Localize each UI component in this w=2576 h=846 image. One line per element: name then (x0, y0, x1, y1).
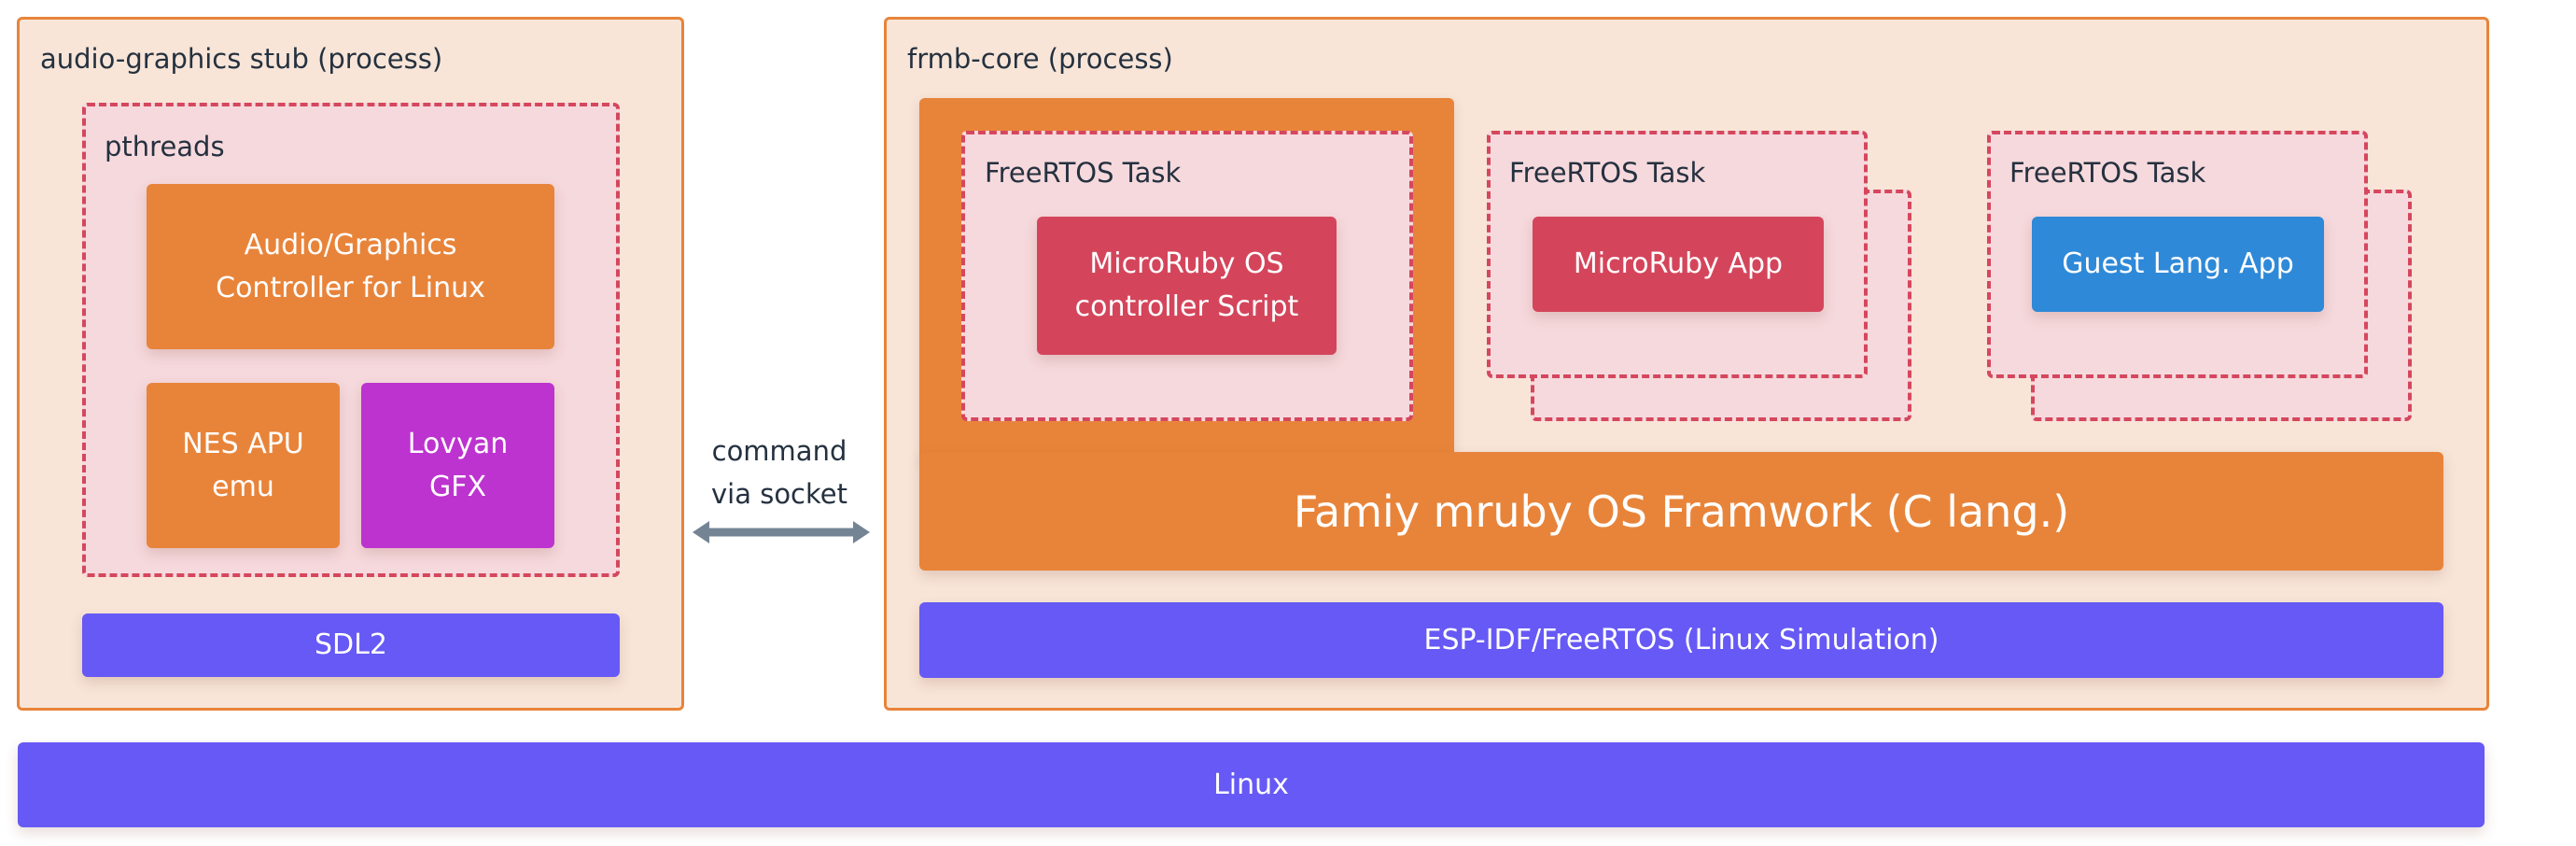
audio-graphics-controller-label: Audio/Graphics Controller for Linux (216, 228, 485, 304)
mruby-os-framework-label: Famiy mruby OS Framwork (C lang.) (1293, 486, 2070, 537)
sdl2-layer: SDL2 (82, 613, 620, 677)
microruby-os-controller-script: MicroRuby OS controller Script (1037, 217, 1337, 355)
nes-apu-emu: NES APU emu (147, 383, 340, 548)
microruby-app-label: MicroRuby App (1573, 247, 1784, 280)
sdl2-label: SDL2 (315, 628, 387, 661)
nes-apu-emu-label: NES APU emu (182, 427, 304, 503)
bidirectional-arrow-icon (693, 521, 870, 543)
frmb-core-process-title: frmb-core (process) (907, 43, 1173, 75)
guest-lang-app-label: Guest Lang. App (2062, 247, 2294, 280)
freertos-task-3-title: FreeRTOS Task (2009, 157, 2206, 189)
connector-label: command via socket (711, 435, 847, 510)
esp-idf-freertos-label: ESP-IDF/FreeRTOS (Linux Simulation) (1423, 623, 1939, 656)
freertos-task-2-title: FreeRTOS Task (1509, 157, 1706, 189)
esp-idf-freertos-layer: ESP-IDF/FreeRTOS (Linux Simulation) (919, 602, 2443, 678)
microruby-os-controller-script-label: MicroRuby OS controller Script (1074, 247, 1299, 323)
linux-layer: Linux (18, 742, 2485, 827)
microruby-app: MicroRuby App (1533, 217, 1824, 312)
audio-graphics-process-title: audio-graphics stub (process) (40, 43, 443, 75)
mruby-os-framework: Famiy mruby OS Framwork (C lang.) (919, 452, 2443, 571)
linux-label: Linux (1213, 768, 1289, 801)
pthreads-title: pthreads (105, 131, 225, 162)
audio-graphics-controller: Audio/Graphics Controller for Linux (147, 184, 554, 349)
lovyan-gfx: Lovyan GFX (361, 383, 554, 548)
lovyan-gfx-label: Lovyan GFX (407, 427, 509, 503)
guest-lang-app: Guest Lang. App (2032, 217, 2324, 312)
freertos-task-1-title: FreeRTOS Task (985, 157, 1182, 189)
